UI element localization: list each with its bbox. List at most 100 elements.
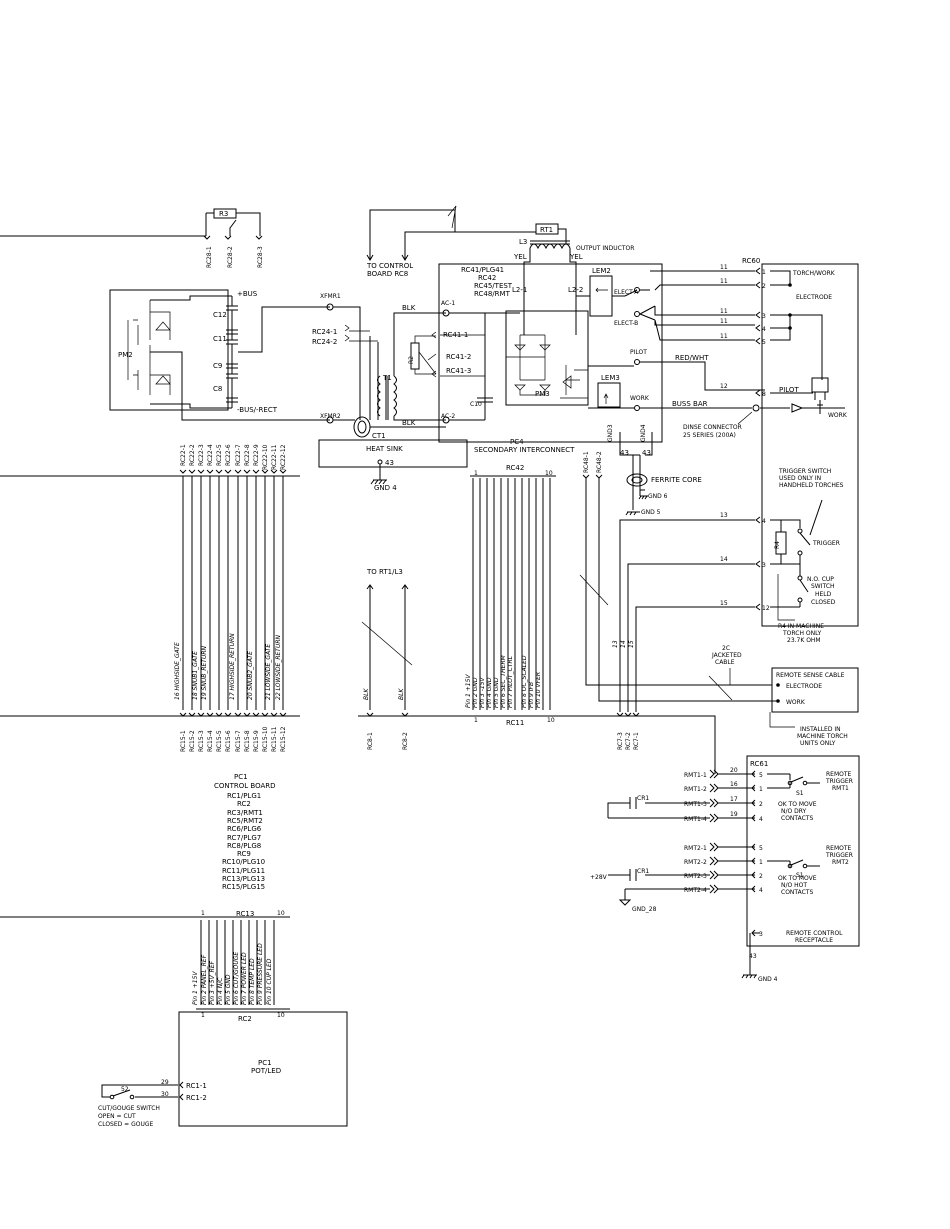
pc4-label: PC4 (510, 438, 524, 446)
r4-note-2: TORCH ONLY (782, 630, 822, 637)
output-inductor-label: OUTPUT INDUCTOR (576, 245, 634, 252)
rc28-1-label: RC28-1 (206, 246, 213, 268)
pm3-module (505, 310, 589, 406)
w11-1: 11 (720, 264, 728, 271)
rc7-2: RC7-2 (625, 732, 632, 750)
rc13-pin-4: Pin 4 N/C (217, 977, 224, 1005)
remote-trigger-2-2: TRIGGER (825, 852, 853, 859)
rc61-q4b: 4 (759, 887, 763, 894)
ct1-label: CT1 (372, 432, 386, 440)
rc7-connector: RC7-3 RC7-2 RC7-1 (616, 712, 640, 750)
rc15-10: RC15-10 (262, 726, 269, 752)
torch-icon (811, 377, 829, 414)
rc22-12: RC22-12 (280, 444, 287, 470)
gate-wire-16: 16 HIGHSIDE_GATE (174, 642, 181, 700)
w29: 29 (161, 1079, 169, 1086)
to-control-label: TO CONTROL (366, 262, 413, 270)
cr1a-label: CR1 (637, 795, 649, 802)
rc13-pin-6: Pin 6 CUT/GOUGE (233, 952, 240, 1005)
rc11-pin10-label: 10 (547, 717, 555, 724)
rc61-q4a: 4 (759, 816, 763, 823)
w17: 17 (730, 796, 738, 803)
w14v: 14 (620, 640, 627, 648)
remote-trigger-2-1: REMOTE (826, 845, 852, 852)
rc13-pin-1: Pin 1 +15V (192, 971, 199, 1005)
gate-wire-20: 20 SNUB2_GATE (247, 651, 254, 700)
rc22-1: RC22-1 (180, 444, 187, 466)
rmt1-1: RMT1-1 (684, 772, 707, 779)
pc1-list-4: RC6/PLG6 (227, 825, 262, 833)
rc2-pin10-label: 10 (277, 1012, 285, 1019)
w11-4: 11 (720, 318, 728, 325)
blk-b-label: BLK (398, 688, 405, 700)
w43: 43 (749, 953, 757, 960)
rc15-2: RC15-2 (189, 730, 196, 752)
r4-label: R4 (774, 541, 781, 549)
rc13-pin-labels: Pin 1 +15V Pin 2 PANEL_REF Pin 3 +5V_REF… (192, 943, 273, 1005)
installed-1: INSTALLED IN (800, 726, 841, 733)
l3-label: L3 (519, 238, 527, 246)
no-cup-line2: SWITCH (811, 583, 835, 590)
rmt1-3: RMT1-3 (684, 801, 707, 808)
rc61-q2b: 2 (759, 873, 763, 880)
rmt2-3: RMT2-3 (684, 873, 707, 880)
remote-trigger-2-3: RMT2 (832, 859, 849, 866)
rc22-4: RC22-4 (207, 444, 214, 466)
no-cup-line3: HELD (815, 591, 832, 598)
rmt1-4: RMT1-4 (684, 816, 707, 823)
rc60-p3b: 3 (762, 562, 766, 569)
gnd3-label: GND3 (607, 424, 614, 442)
xfmr2-label: XFMR2 (320, 413, 341, 420)
rc22-9: RC22-9 (253, 444, 260, 466)
s1a-label: S1 (796, 790, 804, 797)
to-rt1-label: TO RT1/L3 (366, 568, 403, 576)
w30: 30 (161, 1091, 169, 1098)
installed-2: MACHINE TORCH (797, 733, 848, 740)
work-label: WORK (828, 412, 848, 419)
rc60-p5: 5 (762, 339, 766, 346)
rc61-q2a: 2 (759, 801, 763, 808)
rc13-pin1-label: 1 (201, 910, 205, 917)
w13v: 13 (612, 640, 619, 648)
pc1-list-1: RC2 (237, 800, 251, 808)
trigger-switch-line3: HANDHELD TORCHES (779, 482, 844, 489)
blk-a-label: BLK (363, 688, 370, 700)
w20: 20 (730, 767, 738, 774)
no-cup-line1: N.O. CUP (807, 576, 834, 583)
w12: 12 (720, 383, 728, 390)
rc15-7: RC15-7 (235, 730, 242, 752)
dinse-line2: 25 SERIES (200A) (683, 432, 736, 439)
gnd4v-label: GND4 (640, 424, 647, 442)
ferrite-core (626, 473, 648, 487)
rc60-p4b: 4 (762, 518, 766, 525)
gate-wire-labels: 16 HIGHSIDE_GATE 18 SNUB1_GATE 19 SNUB_R… (174, 633, 282, 700)
rc15-8: RC15-8 (244, 730, 251, 752)
rc13-pin-9: Pin 9 PRESSURE LED (257, 943, 264, 1005)
jacketed-1: 2C (722, 645, 730, 652)
pc1-control-board: PC1 CONTROL BOARD RC1/PLG1 RC2 RC3/RMT1 … (214, 773, 276, 891)
pilot-label: PILOT (779, 386, 799, 394)
c11-label: C11 (213, 335, 227, 343)
ok-hot-2: N/O HOT (781, 882, 807, 889)
pc1-list-11: RC15/PLG15 (222, 883, 265, 891)
trigger-switch-line2: USED ONLY IN (779, 475, 821, 482)
pm2-module: PM2 (109, 289, 330, 421)
heat-sink: HEAT SINK 43 GND 4 (318, 439, 468, 492)
cr1b-label: CR1 (637, 868, 649, 875)
rc61-q1b: 1 (759, 859, 763, 866)
rc15-3: RC15-3 (198, 730, 205, 752)
ac2-label: AC-2 (441, 413, 455, 420)
pm2-label: PM2 (118, 351, 133, 359)
rc22-labels: RC22-1 RC22-2 RC22-3 RC22-4 RC22-5 RC22-… (180, 444, 287, 470)
gate-wire-18: 18 SNUB1_GATE (192, 651, 199, 700)
rc15-5: RC15-5 (216, 730, 223, 752)
rc60-p3: 3 (762, 313, 766, 320)
blk-bottom-label: BLK (402, 419, 416, 427)
pc4-hdr-2: RC42 (478, 274, 496, 282)
rc13-pin-3: Pin 3 +5V_REF (209, 960, 216, 1005)
gnd5-label: GND 5 (641, 509, 661, 516)
r3-label: R3 (219, 210, 228, 218)
rc42-label: RC42 (506, 464, 524, 472)
rc15-9: RC15-9 (253, 730, 260, 752)
